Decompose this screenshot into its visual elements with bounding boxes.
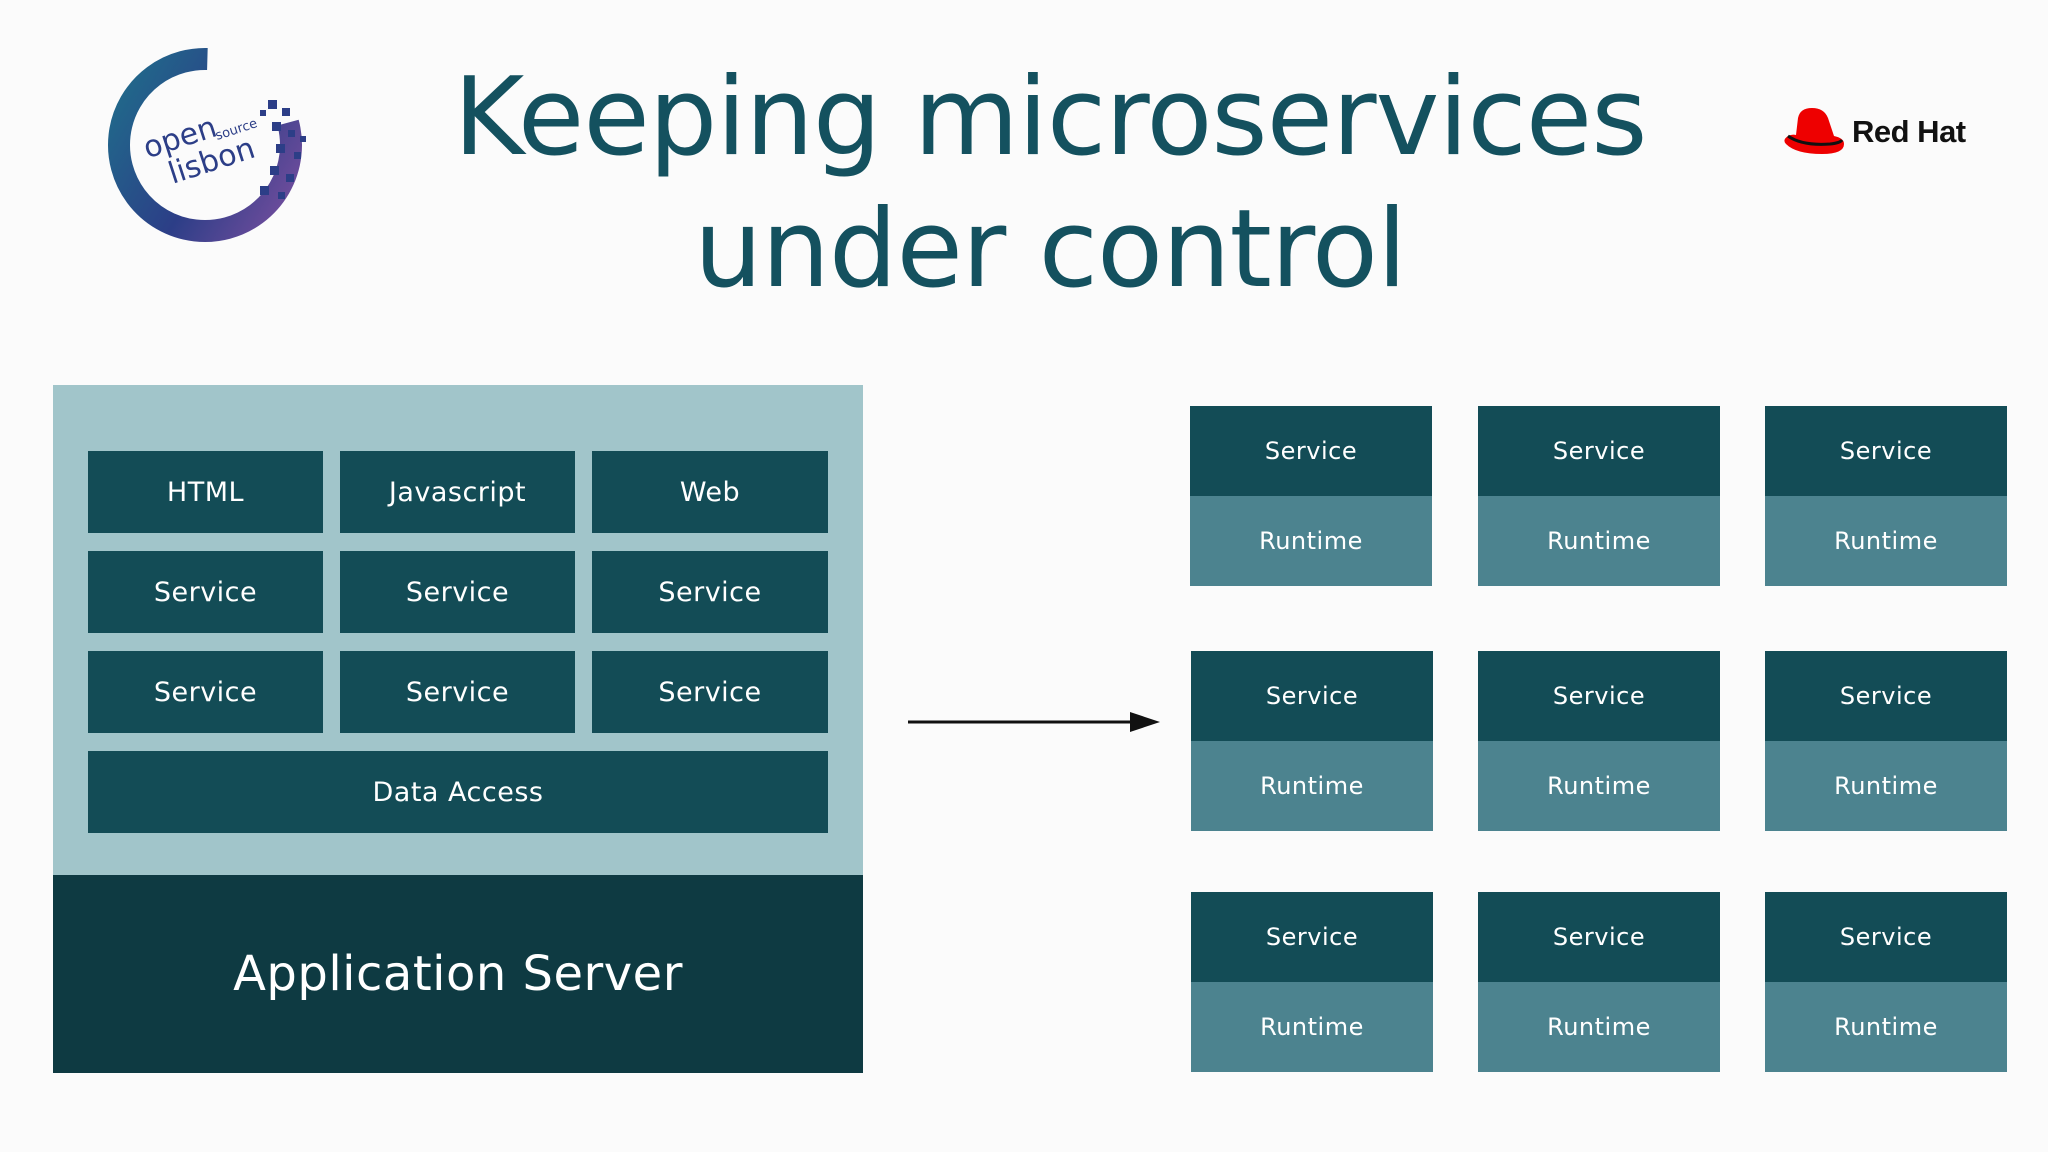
application-server: Application Server [53,875,863,1073]
red-hat-wordmark: Red Hat [1852,114,1966,149]
transition-arrow-icon [908,708,1160,736]
microservice-runtime: Runtime [1765,982,2007,1072]
title-line-2: under control [694,187,1407,312]
monolith-cell-javascript: Javascript [340,451,575,533]
monolith-app-container: HTML Javascript Web Service Service Serv… [53,385,863,875]
monolith-cell-service: Service [592,651,828,733]
microservice-box: Service Runtime [1478,406,1720,586]
microservice-box: Service Runtime [1190,406,1432,586]
monolith-diagram: HTML Javascript Web Service Service Serv… [53,385,863,1073]
microservice-box: Service Runtime [1765,406,2007,586]
microservice-runtime: Runtime [1478,496,1720,586]
microservice-box: Service Runtime [1478,651,1720,831]
monolith-cell-service: Service [88,551,323,633]
monolith-cell-service: Service [340,651,575,733]
monolith-cell-html: HTML [88,451,323,533]
microservice-service: Service [1190,406,1432,496]
microservice-service: Service [1191,892,1433,982]
microservice-service: Service [1765,406,2007,496]
microservice-box: Service Runtime [1191,651,1433,831]
microservice-service: Service [1765,892,2007,982]
microservice-service: Service [1765,651,2007,741]
microservice-service: Service [1191,651,1433,741]
red-hat-logo: Red Hat [1782,104,2002,164]
microservice-service: Service [1478,651,1720,741]
microservice-runtime: Runtime [1478,741,1720,831]
red-hat-icon [1784,108,1844,154]
open-source-lisbon-logo: open source lisbon [100,40,320,260]
microservice-runtime: Runtime [1765,741,2007,831]
microservice-service: Service [1478,406,1720,496]
monolith-cell-service: Service [340,551,575,633]
microservice-service: Service [1478,892,1720,982]
microservice-runtime: Runtime [1191,982,1433,1072]
microservice-runtime: Runtime [1190,496,1432,586]
monolith-cell-web: Web [592,451,828,533]
microservice-box: Service Runtime [1765,892,2007,1072]
monolith-cell-service: Service [88,651,323,733]
monolith-cell-service: Service [592,551,828,633]
microservice-runtime: Runtime [1478,982,1720,1072]
title-line-1: Keeping microservices [453,55,1647,180]
monolith-data-access: Data Access [88,751,828,833]
microservice-box: Service Runtime [1765,651,2007,831]
microservice-box: Service Runtime [1191,892,1433,1072]
microservice-box: Service Runtime [1478,892,1720,1072]
slide-title: Keeping microservices under control [380,52,1720,316]
microservice-runtime: Runtime [1765,496,2007,586]
microservice-runtime: Runtime [1191,741,1433,831]
